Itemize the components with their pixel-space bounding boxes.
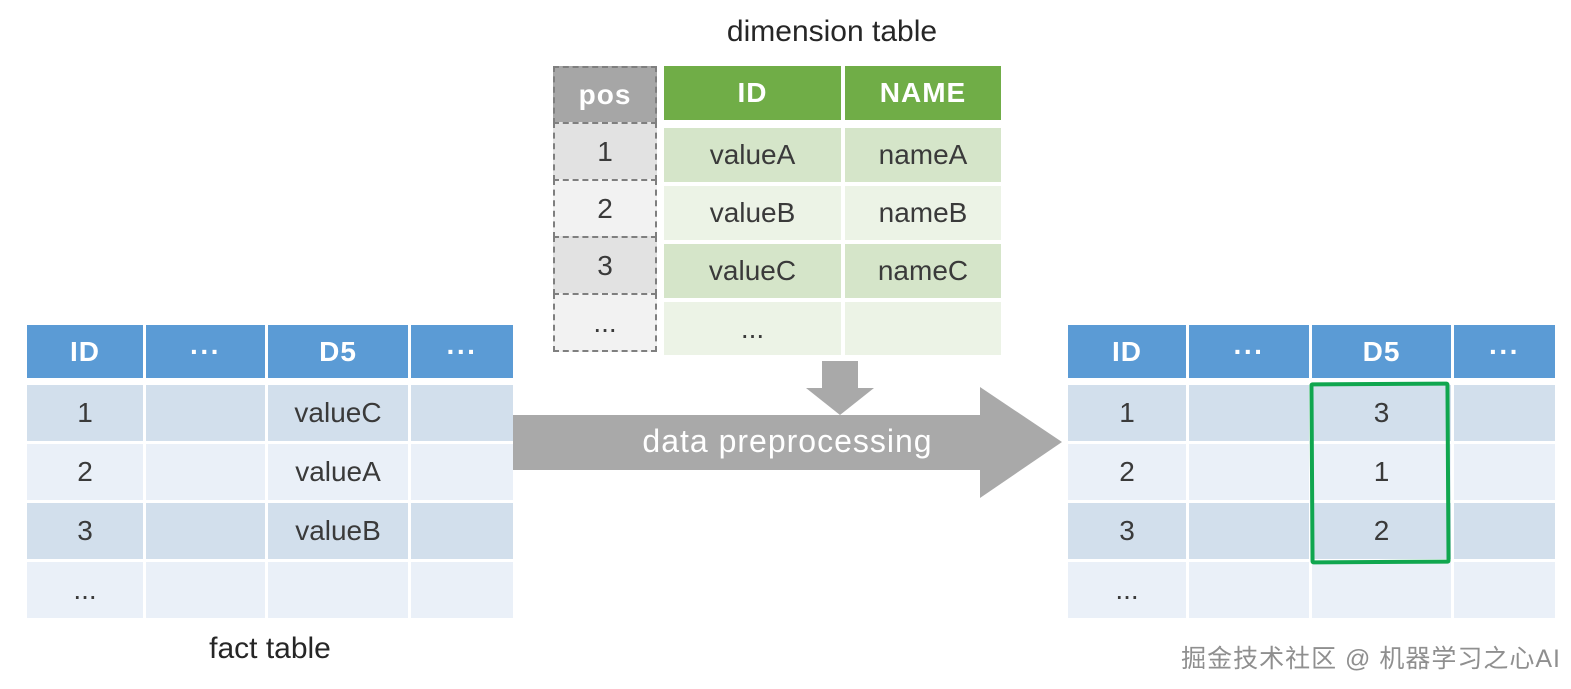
table-cell <box>1189 385 1309 441</box>
highlight-annotation-box <box>1309 381 1451 565</box>
table-cell <box>1189 503 1309 559</box>
table-cell <box>411 503 513 559</box>
column-header: ··· <box>411 325 513 378</box>
column-header: D5 <box>268 325 408 378</box>
table-cell: nameA <box>845 128 1001 182</box>
table-cell <box>1312 562 1451 618</box>
table-cell: 2 <box>1068 444 1186 500</box>
table-cell <box>1189 562 1309 618</box>
table-cell <box>411 562 513 618</box>
column-header: pos <box>553 66 657 124</box>
table-cell: ... <box>664 302 841 355</box>
table-cell: 3 <box>27 503 143 559</box>
column-header: ID <box>1068 325 1186 378</box>
table-cell: valueC <box>268 385 408 441</box>
column-header: ID <box>27 325 143 378</box>
table-cell: 1 <box>1312 444 1451 500</box>
table-cell: valueA <box>664 128 841 182</box>
table-cell <box>268 562 408 618</box>
table-cell <box>1454 444 1555 500</box>
table-cell <box>1454 385 1555 441</box>
table-cell <box>845 302 1001 355</box>
table-cell: nameC <box>845 244 1001 298</box>
table-cell: ... <box>27 562 143 618</box>
table-cell: nameB <box>845 186 1001 240</box>
column-header: ··· <box>1189 325 1309 378</box>
table-cell <box>146 385 265 441</box>
table-cell: 2 <box>1312 503 1451 559</box>
table-cell <box>1189 444 1309 500</box>
table-cell <box>1454 503 1555 559</box>
table-cell: ... <box>1068 562 1186 618</box>
table-cell <box>146 444 265 500</box>
dimension-table-title: dimension table <box>726 15 938 48</box>
column-header: NAME <box>845 66 1001 120</box>
table-cell: 1 <box>27 385 143 441</box>
table-cell: valueB <box>268 503 408 559</box>
column-header: ID <box>664 66 841 120</box>
table-cell: valueC <box>664 244 841 298</box>
down-arrow-icon <box>806 361 874 415</box>
column-header: D5 <box>1312 325 1451 378</box>
table-cell: 3 <box>1312 385 1451 441</box>
table-cell <box>146 503 265 559</box>
table-cell: 1 <box>1068 385 1186 441</box>
table-cell: 1 <box>553 122 657 181</box>
table-cell: valueB <box>664 186 841 240</box>
watermark-text: 掘金技术社区 @ 机器学习之心AI <box>1181 645 1561 673</box>
fact-table-title: fact table <box>209 632 331 665</box>
table-cell: 2 <box>553 179 657 238</box>
table-cell: 3 <box>1068 503 1186 559</box>
column-header: ··· <box>146 325 265 378</box>
column-header: ··· <box>1454 325 1555 378</box>
table-cell <box>411 385 513 441</box>
table-cell: 2 <box>27 444 143 500</box>
table-cell: 3 <box>553 236 657 295</box>
table-cell <box>146 562 265 618</box>
table-cell: valueA <box>268 444 408 500</box>
table-cell: ... <box>553 293 657 352</box>
arrow-label: data preprocessing <box>642 423 933 459</box>
table-cell <box>1454 562 1555 618</box>
table-cell <box>411 444 513 500</box>
